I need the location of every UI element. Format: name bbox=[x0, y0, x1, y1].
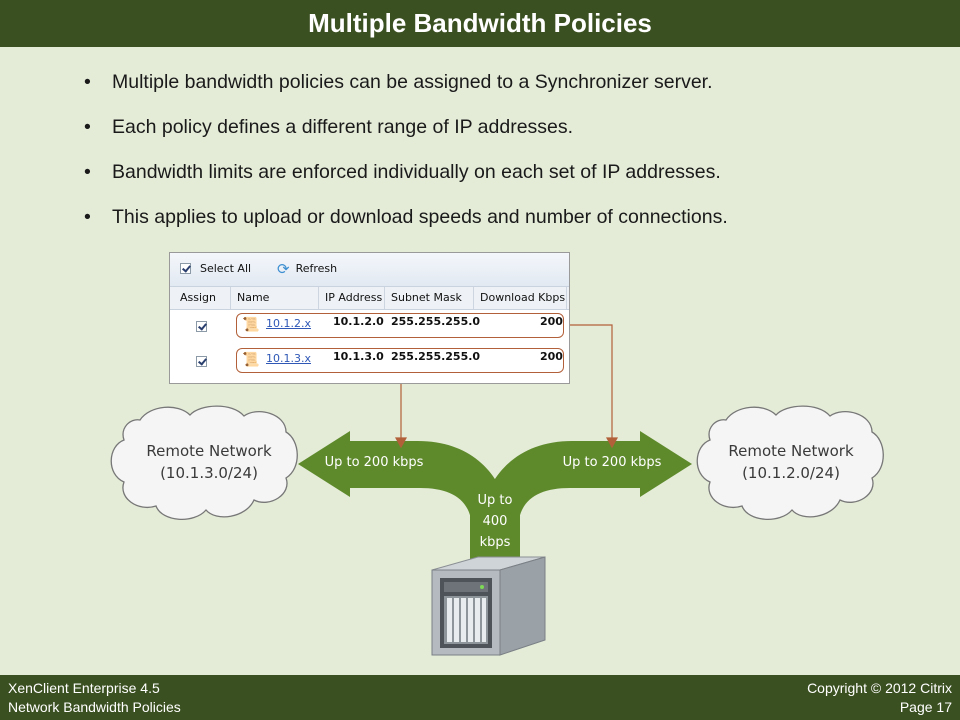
bullet-text: This applies to upload or download speed… bbox=[112, 206, 728, 228]
right-arrow bbox=[478, 431, 692, 565]
column-header-name[interactable]: Name bbox=[231, 287, 319, 309]
table-row[interactable]: 📜 10.1.3.x 10.1.3.0 255.255.255.0 200 bbox=[170, 344, 567, 380]
refresh-icon: ⟳ bbox=[277, 259, 290, 278]
assign-checkbox[interactable] bbox=[196, 321, 207, 332]
connector-arrowhead-left bbox=[394, 437, 408, 449]
policy-scroll-icon: 📜 bbox=[242, 352, 260, 368]
footer-right: Copyright © 2012 Citrix Page 17 bbox=[807, 679, 952, 717]
grid-header: Assign Name IP Address Subnet Mask Downl… bbox=[170, 287, 569, 310]
row-highlight: 📜 10.1.2.x bbox=[236, 313, 564, 338]
row-highlight: 📜 10.1.3.x bbox=[236, 348, 564, 373]
subnet-mask-cell: 255.255.255.0 bbox=[391, 315, 481, 328]
assign-checkbox[interactable] bbox=[196, 356, 207, 367]
footer-product: XenClient Enterprise 4.5 bbox=[8, 680, 160, 696]
bullet-text: Multiple bandwidth policies can be assig… bbox=[112, 71, 713, 93]
policy-name-link[interactable]: 10.1.3.x bbox=[266, 352, 311, 365]
select-all-label: Select All bbox=[200, 262, 252, 275]
server-icon bbox=[431, 556, 546, 656]
refresh-button[interactable]: ⟳ Refresh bbox=[277, 259, 338, 278]
bandwidth-arrows bbox=[298, 431, 692, 565]
column-header-download-kbps[interactable]: Download Kbps bbox=[474, 287, 567, 309]
footer-section: Network Bandwidth Policies bbox=[8, 699, 181, 715]
right-cloud-shape bbox=[696, 405, 884, 521]
select-all-button[interactable]: Select All bbox=[180, 262, 251, 275]
column-header-ip-address[interactable]: IP Address bbox=[319, 287, 385, 309]
bullet-list: • Multiple bandwidth policies can be assi… bbox=[78, 68, 938, 248]
column-header-subnet-mask[interactable]: Subnet Mask bbox=[385, 287, 474, 309]
bullet-dot: • bbox=[84, 206, 91, 228]
table-row[interactable]: 📜 10.1.2.x 10.1.2.0 255.255.255.0 200 bbox=[170, 309, 567, 345]
subnet-mask-cell: 255.255.255.0 bbox=[391, 350, 481, 363]
connector-line-row1 bbox=[565, 324, 613, 441]
bullet-dot: • bbox=[84, 161, 91, 183]
policy-grid: Select All ⟳ Refresh Assign Name IP Addr… bbox=[169, 252, 570, 384]
footer-left: XenClient Enterprise 4.5 Network Bandwid… bbox=[8, 679, 181, 717]
right-arrow-label: Up to 200 kbps bbox=[562, 455, 662, 470]
right-cloud-title: Remote Network bbox=[728, 442, 854, 460]
right-cloud-label: Remote Network (10.1.2.0/24) bbox=[710, 440, 872, 484]
bullet-text: Bandwidth limits are enforced individual… bbox=[112, 161, 721, 183]
column-header-assign[interactable]: Assign bbox=[170, 287, 231, 309]
left-cloud-label: Remote Network (10.1.3.0/24) bbox=[128, 440, 290, 484]
bullet-text: Each policy defines a different range of… bbox=[112, 116, 574, 138]
trunk-label-line3: kbps bbox=[479, 535, 511, 550]
trunk bbox=[470, 500, 520, 565]
select-all-checkbox-icon bbox=[180, 263, 191, 274]
connector-arrowhead-right bbox=[605, 437, 619, 449]
connector-lines bbox=[394, 324, 619, 449]
bullet-item: • This applies to upload or download spee… bbox=[78, 203, 938, 248]
left-arrow bbox=[298, 431, 512, 565]
slide-title: Multiple Bandwidth Policies bbox=[0, 0, 960, 47]
footer-bar: XenClient Enterprise 4.5 Network Bandwid… bbox=[0, 675, 960, 720]
trunk-label: Up to 400 kbps bbox=[470, 490, 520, 553]
ip-address-cell: 10.1.3.0 bbox=[333, 350, 384, 363]
bullet-dot: • bbox=[84, 116, 91, 138]
right-cloud-subnet: (10.1.2.0/24) bbox=[742, 464, 840, 482]
left-cloud-subnet: (10.1.3.0/24) bbox=[160, 464, 258, 482]
footer-copyright: Copyright © 2012 Citrix bbox=[807, 680, 952, 696]
bullet-dot: • bbox=[84, 71, 91, 93]
trunk-label-line1: Up to bbox=[477, 493, 513, 508]
left-cloud-shape bbox=[110, 405, 298, 521]
ip-address-cell: 10.1.2.0 bbox=[333, 315, 384, 328]
bullet-item: • Multiple bandwidth policies can be assi… bbox=[78, 68, 938, 113]
bullet-item: • Bandwidth limits are enforced individua… bbox=[78, 158, 938, 203]
download-kbps-cell: 200 bbox=[540, 350, 563, 363]
left-cloud-title: Remote Network bbox=[146, 442, 272, 460]
trunk-label-line2: 400 bbox=[482, 514, 508, 529]
grid-toolbar: Select All ⟳ Refresh bbox=[170, 253, 569, 287]
refresh-label: Refresh bbox=[295, 262, 338, 275]
policy-name-link[interactable]: 10.1.2.x bbox=[266, 317, 311, 330]
download-kbps-cell: 200 bbox=[540, 315, 563, 328]
left-arrow-label: Up to 200 kbps bbox=[324, 455, 424, 470]
footer-page-number: Page 17 bbox=[899, 699, 952, 715]
policy-scroll-icon: 📜 bbox=[242, 317, 260, 333]
bullet-item: • Each policy defines a different range o… bbox=[78, 113, 938, 158]
